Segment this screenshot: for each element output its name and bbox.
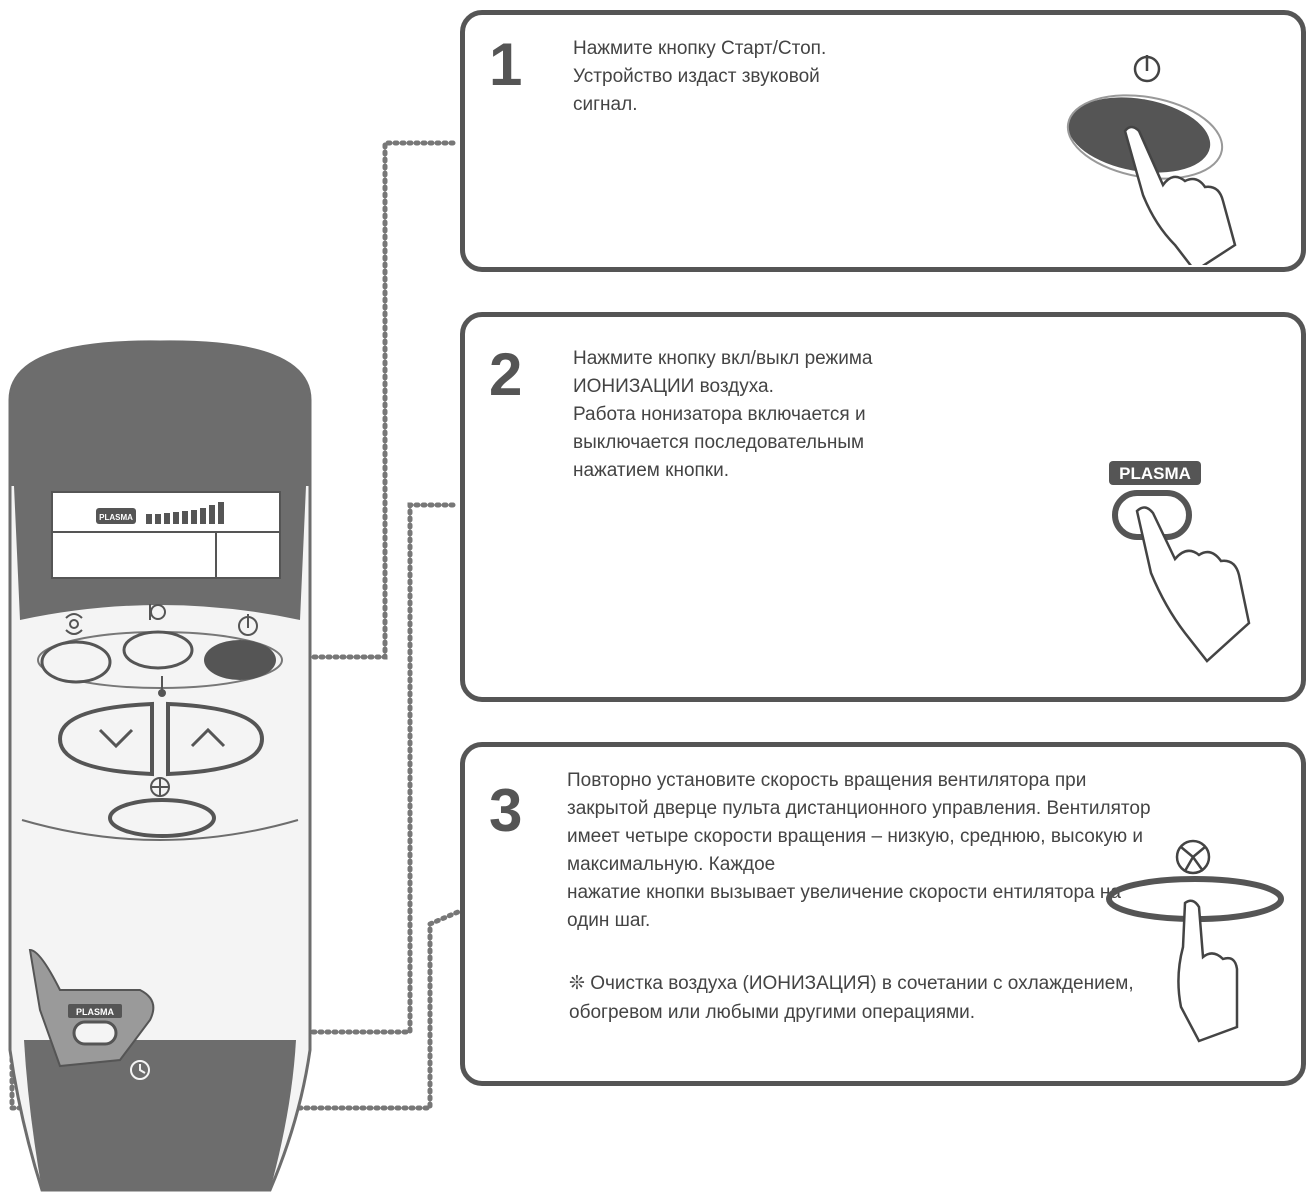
step-instructions: Повторно установите скорость вращения ве…: [567, 770, 1151, 931]
swing-button[interactable]: [40, 640, 112, 684]
fan-button-illustration: [1106, 839, 1284, 1043]
hand-pointer-icon: [1123, 125, 1237, 265]
mode-button[interactable]: [122, 630, 194, 670]
hand-pointer-icon: [1177, 899, 1239, 1043]
power-icon: [238, 614, 258, 636]
display-plasma-badge: [96, 508, 136, 524]
temperature-buttons: [57, 676, 265, 777]
temp-down-button[interactable]: [57, 701, 154, 777]
step-instructions: Нажмите кнопку вкл/выкл режима ИОНИЗАЦИИ…: [573, 348, 873, 481]
power-button-illustration: [1066, 55, 1237, 265]
power-icon: [1133, 55, 1161, 83]
connector-step1: [269, 140, 461, 660]
step-2-panel: 2 Нажмите кнопку вкл/выкл режима ИОНИЗАЦ…: [460, 312, 1306, 702]
remote-body: [8, 340, 312, 1192]
plasma-label-bg: [1109, 461, 1201, 485]
hand-pointer-icon: [1135, 506, 1251, 663]
step-note: ❊ Очистка воздуха (ИОНИЗАЦИЯ) в сочетани…: [569, 973, 1134, 1023]
remote-illustration: PLASMA: [8, 140, 461, 1192]
fan-icon: [1175, 839, 1211, 875]
plasma-button-illustration: PLASMA: [1109, 461, 1251, 663]
remote-door: PLASMA: [28, 948, 155, 1080]
remote-plasma-label-bg: [68, 1004, 122, 1018]
step-number: 3: [489, 777, 523, 844]
fan-speed-button[interactable]: [108, 798, 216, 838]
step-number: 2: [489, 341, 523, 408]
fan-speed-bars: [146, 502, 224, 524]
remote-plasma-button[interactable]: [72, 1020, 118, 1046]
step-1-panel: 1 Нажмите кнопку Старт/Стоп. Устройство …: [460, 10, 1306, 272]
plasma-label: PLASMA: [1119, 464, 1191, 483]
top-button-row: [37, 604, 283, 689]
step-3-panel: 3 Повторно установите скорость вращения …: [460, 742, 1306, 1086]
swing-icon: [65, 613, 83, 635]
power-button[interactable]: [204, 640, 276, 680]
lcd-display: PLASMA: [51, 491, 281, 579]
chevron-up-icon: [190, 727, 226, 748]
chevron-down-icon: [98, 728, 134, 749]
step-instructions: Нажмите кнопку Старт/Стоп. Устройство из…: [573, 38, 827, 115]
display-plasma-badge-text: PLASMA: [99, 513, 133, 522]
fan-speed-control: [108, 777, 216, 838]
thermometer-icon: [158, 676, 166, 697]
remote-plasma-label: PLASMA: [76, 1007, 115, 1017]
mode-icon: [149, 604, 166, 620]
fan-icon: [150, 777, 170, 797]
timer-icon: [130, 1060, 150, 1080]
step-number: 1: [489, 31, 523, 98]
